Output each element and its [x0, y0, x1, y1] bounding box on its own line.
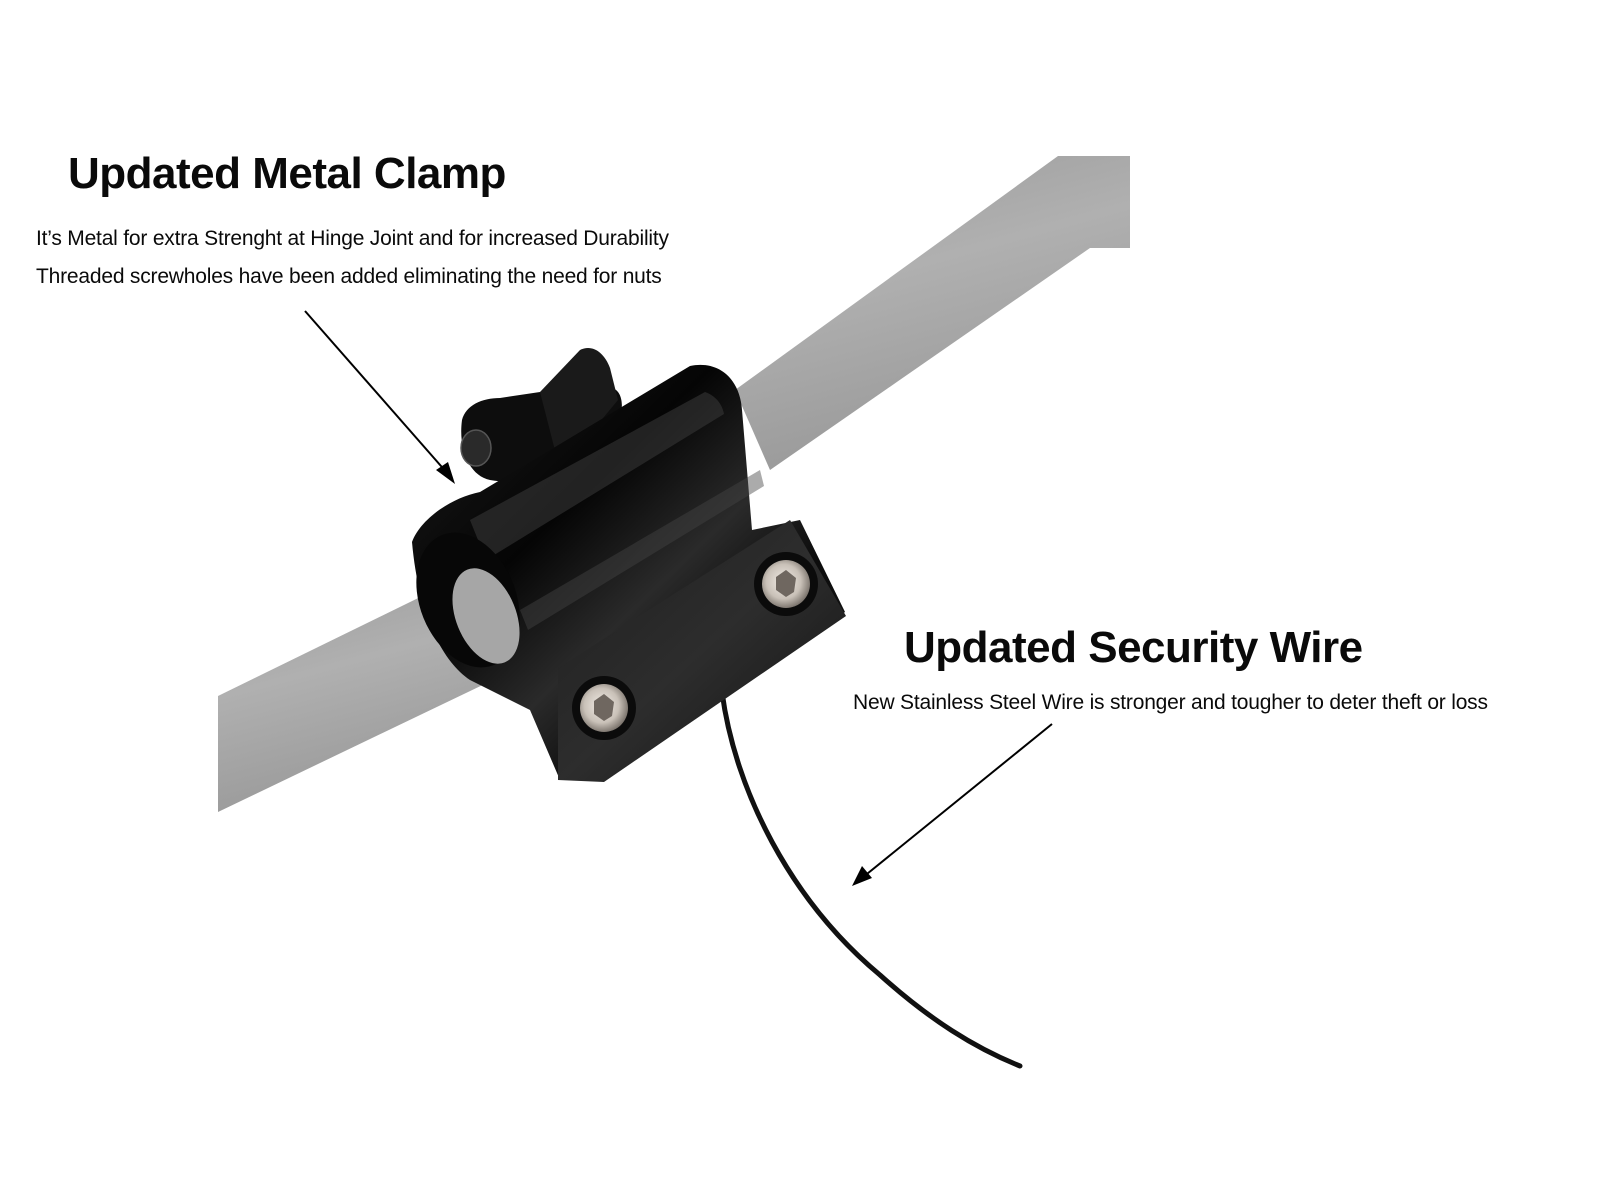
wire-callout-title: Updated Security Wire — [904, 623, 1363, 672]
rod-upper — [735, 156, 1130, 470]
security-wire — [719, 689, 1023, 1069]
clamp-callout-title: Updated Metal Clamp — [68, 149, 506, 198]
wire-callout-line-1: New Stainless Steel Wire is stronger and… — [853, 691, 1488, 714]
screw-bottom — [572, 676, 636, 740]
clamp-callout-line-1: It’s Metal for extra Strenght at Hinge J… — [36, 227, 669, 250]
clamp-callout-arrow — [304, 310, 455, 484]
screw-top — [754, 552, 818, 616]
hinge-pin — [460, 348, 622, 482]
wire-callout-arrow — [852, 723, 1053, 886]
clamp-callout-line-2: Threaded screwholes have been added elim… — [36, 265, 662, 288]
